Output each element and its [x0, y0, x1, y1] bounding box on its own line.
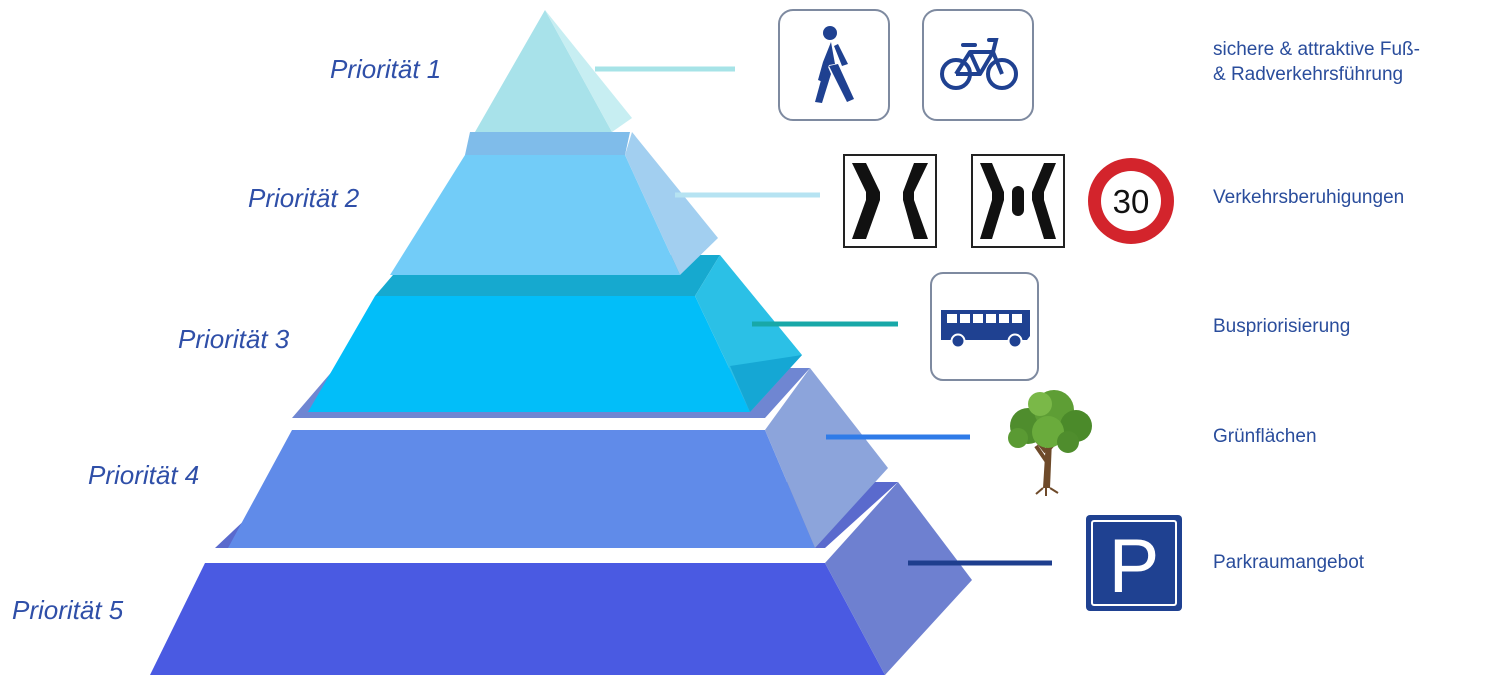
pyramid-tier-3	[308, 255, 802, 412]
tree-icon	[1008, 390, 1092, 496]
traffic-island-sign-icon	[971, 154, 1065, 248]
parking-sign-icon: P	[1086, 515, 1182, 611]
description-3-line-1: Buspriorisierung	[1213, 316, 1351, 337]
priority-label-5: Priorität 5	[12, 595, 124, 625]
description-1-line-2: & Radverkehrsführung	[1213, 64, 1404, 85]
priority-label-1: Priorität 1	[330, 54, 442, 84]
description-1: sichere & attraktive Fuß- & Radverkehrsf…	[1213, 37, 1420, 87]
priority-label-3: Priorität 3	[178, 324, 290, 354]
pyramid-tier-1	[475, 10, 632, 132]
priority-label-2: Priorität 2	[248, 183, 360, 213]
description-5: Parkraumangebot	[1213, 550, 1364, 575]
pyramid-tier-2	[390, 132, 718, 275]
road-narrowing-sign-icon	[843, 154, 937, 248]
description-2: Verkehrsberuhigungen	[1213, 185, 1404, 210]
speed-limit-sign-icon: 30	[1088, 158, 1174, 244]
pedestrian-sign-icon	[778, 9, 890, 121]
description-4: Grünflächen	[1213, 424, 1317, 449]
bus-sign-icon	[930, 272, 1039, 381]
description-3: Buspriorisierung	[1213, 314, 1350, 339]
description-5-line-1: Parkraumangebot	[1213, 552, 1365, 573]
speed-limit-value: 30	[1113, 183, 1150, 220]
description-2-line-1: Verkehrsberuhigungen	[1213, 187, 1405, 208]
priority-label-4: Priorität 4	[88, 460, 200, 490]
description-4-line-1: Grünflächen	[1213, 426, 1317, 447]
description-1-line-1: sichere & attraktive Fuß-	[1213, 39, 1420, 60]
parking-letter: P	[1109, 524, 1160, 609]
bicycle-sign-icon	[922, 9, 1034, 121]
